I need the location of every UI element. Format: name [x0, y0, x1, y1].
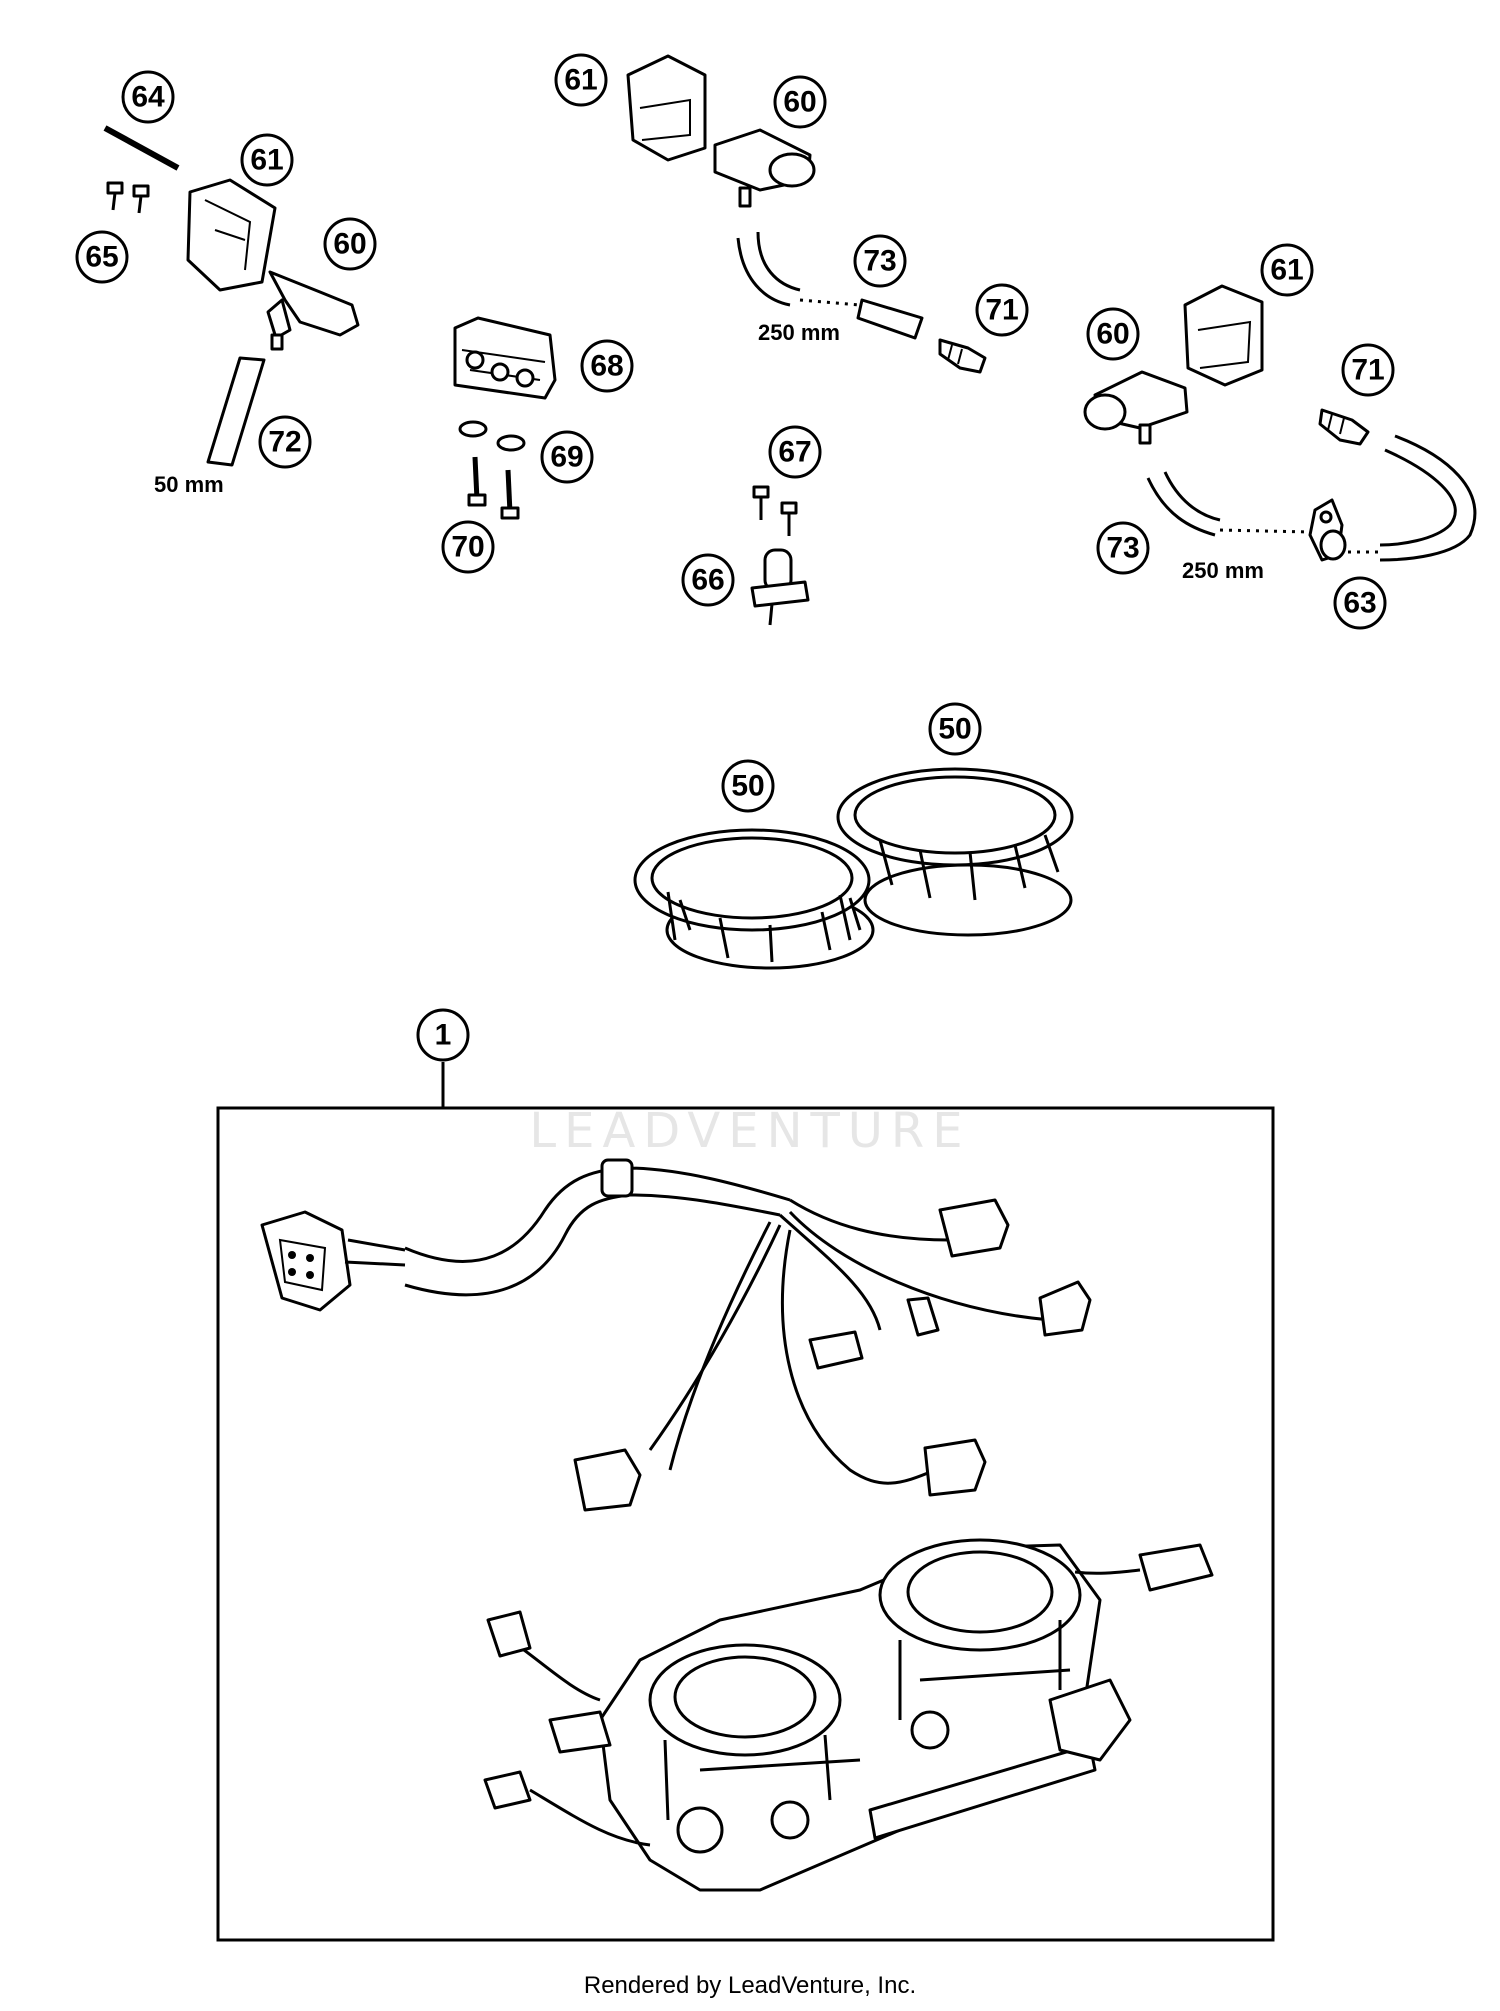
- part-50-bell-right: [836, 767, 1074, 937]
- svg-text:61: 61: [250, 144, 283, 177]
- callout-1: 1: [416, 1008, 470, 1062]
- footer-credit: Rendered by LeadVenture, Inc.: [583, 1972, 917, 1999]
- throttle-body: [483, 1538, 1214, 1892]
- callout-61-left: 61: [240, 133, 294, 187]
- part-66-sensor: [750, 548, 810, 626]
- svg-text:71: 71: [1351, 354, 1384, 387]
- svg-text:65: 65: [85, 241, 118, 274]
- callout-71-right: 71: [1341, 343, 1395, 397]
- dim-50mm: 50 mm: [154, 472, 224, 497]
- svg-text:64: 64: [131, 81, 165, 114]
- callout-73-right: 73: [1096, 521, 1150, 575]
- part-73-hose-right: [1146, 434, 1477, 562]
- svg-text:60: 60: [1096, 318, 1129, 351]
- part-71-fitting-top: [938, 338, 987, 374]
- callout-64: 64: [121, 70, 175, 124]
- svg-text:50: 50: [938, 713, 971, 746]
- svg-text:73: 73: [1106, 532, 1139, 565]
- part-61-bracket-right: [1183, 284, 1264, 387]
- svg-text:66: 66: [691, 564, 724, 597]
- wiring-harness: [260, 1158, 1092, 1512]
- part-73-hose-top: [736, 231, 924, 340]
- svg-text:63: 63: [1343, 587, 1376, 620]
- part-72-hose: [206, 356, 266, 467]
- svg-text:69: 69: [550, 441, 583, 474]
- callout-60-left: 60: [323, 217, 377, 271]
- part-63-clip: [1308, 498, 1347, 562]
- part-60-sensor-right: [1083, 370, 1189, 445]
- callout-60-right: 60: [1086, 307, 1140, 361]
- part-61-bracket-top: [626, 54, 707, 162]
- svg-text:72: 72: [268, 426, 301, 459]
- part-65-screws: [106, 181, 150, 214]
- svg-text:61: 61: [564, 64, 597, 97]
- callout-50-left: 50: [721, 759, 775, 813]
- callout-69: 69: [540, 430, 594, 484]
- svg-text:60: 60: [783, 86, 816, 119]
- part-68-bracket: [453, 316, 557, 400]
- part-60-sensor-top: [713, 128, 816, 208]
- callout-71-top: 71: [975, 283, 1029, 337]
- svg-text:73: 73: [863, 245, 896, 278]
- svg-text:70: 70: [451, 531, 484, 564]
- part-60-sensor-left: [266, 270, 360, 351]
- callout-61-right: 61: [1260, 243, 1314, 297]
- callout-65: 65: [75, 230, 129, 284]
- part-71-fitting-right: [1318, 408, 1370, 446]
- assembly-frame: [216, 1106, 1275, 1942]
- svg-text:71: 71: [985, 294, 1018, 327]
- part-70-bolts: [467, 456, 520, 520]
- callout-68: 68: [580, 339, 634, 393]
- svg-text:1: 1: [435, 1019, 452, 1052]
- dim-250mm-top: 250 mm: [758, 320, 840, 345]
- callout-63: 63: [1333, 576, 1387, 630]
- callout-72: 72: [258, 415, 312, 469]
- callout-67: 67: [768, 425, 822, 479]
- dim-250mm-right: 250 mm: [1182, 558, 1264, 583]
- svg-text:67: 67: [778, 436, 811, 469]
- callout-61-top: 61: [554, 53, 608, 107]
- part-50-bell-left: [633, 828, 875, 970]
- part-69-washers: [458, 420, 526, 452]
- part-61-bracket-left: [186, 178, 277, 292]
- svg-text:61: 61: [1270, 254, 1303, 287]
- callout-50-right: 50: [928, 702, 982, 756]
- svg-text:68: 68: [590, 350, 623, 383]
- watermark-text: LEADVENTURE: [529, 1103, 970, 1159]
- callout-73-top: 73: [853, 234, 907, 288]
- svg-text:60: 60: [333, 228, 366, 261]
- callout-60-top: 60: [773, 75, 827, 129]
- svg-text:50: 50: [731, 770, 764, 803]
- part-67-screws: [752, 485, 798, 536]
- callout-70: 70: [441, 520, 495, 574]
- part-64-strip: [103, 125, 180, 171]
- callout-66: 66: [681, 553, 735, 607]
